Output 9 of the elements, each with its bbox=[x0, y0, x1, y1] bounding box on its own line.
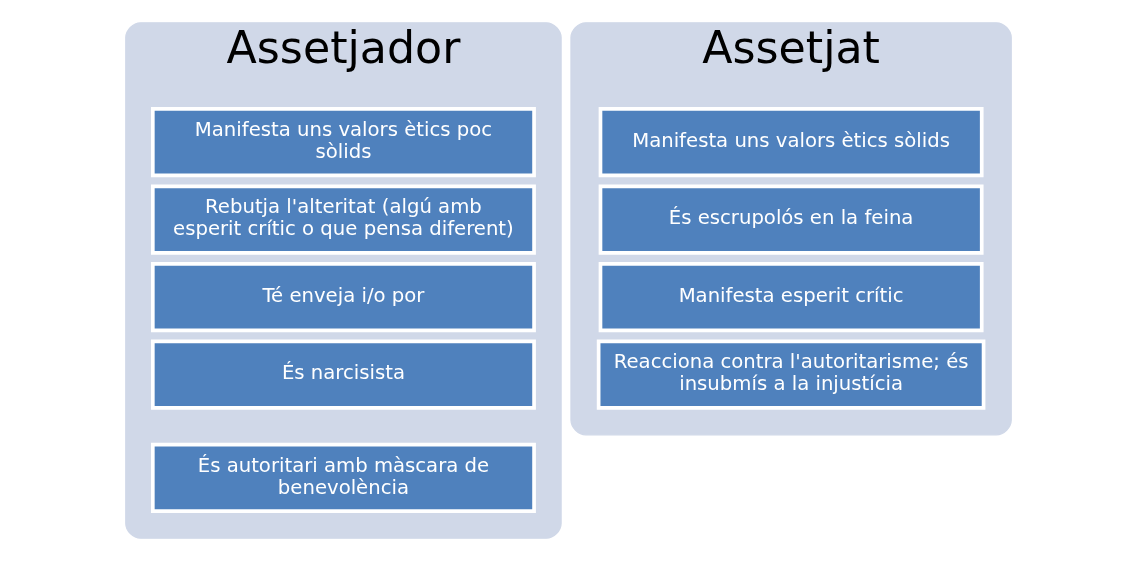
node-box: És autoritari amb màscara de benevolència bbox=[150, 442, 536, 513]
node-box: Manifesta uns valors ètics sòlids bbox=[598, 107, 984, 178]
node-box: Reacciona contra l'autoritarisme; és insubmís a la injustícia bbox=[596, 339, 986, 410]
node-box: Manifesta esperit crític bbox=[598, 262, 984, 333]
node-box: És escrupolós en la feina bbox=[598, 184, 984, 255]
node-box: Té enveja i/o por bbox=[150, 262, 536, 333]
node-box: Rebutja l'alteritat (algú amb esperit crític o que pensa diferent) bbox=[150, 184, 536, 255]
node-box: És narcisista bbox=[150, 339, 536, 410]
node-box: Manifesta uns valors ètics poc sòlids bbox=[150, 107, 536, 178]
